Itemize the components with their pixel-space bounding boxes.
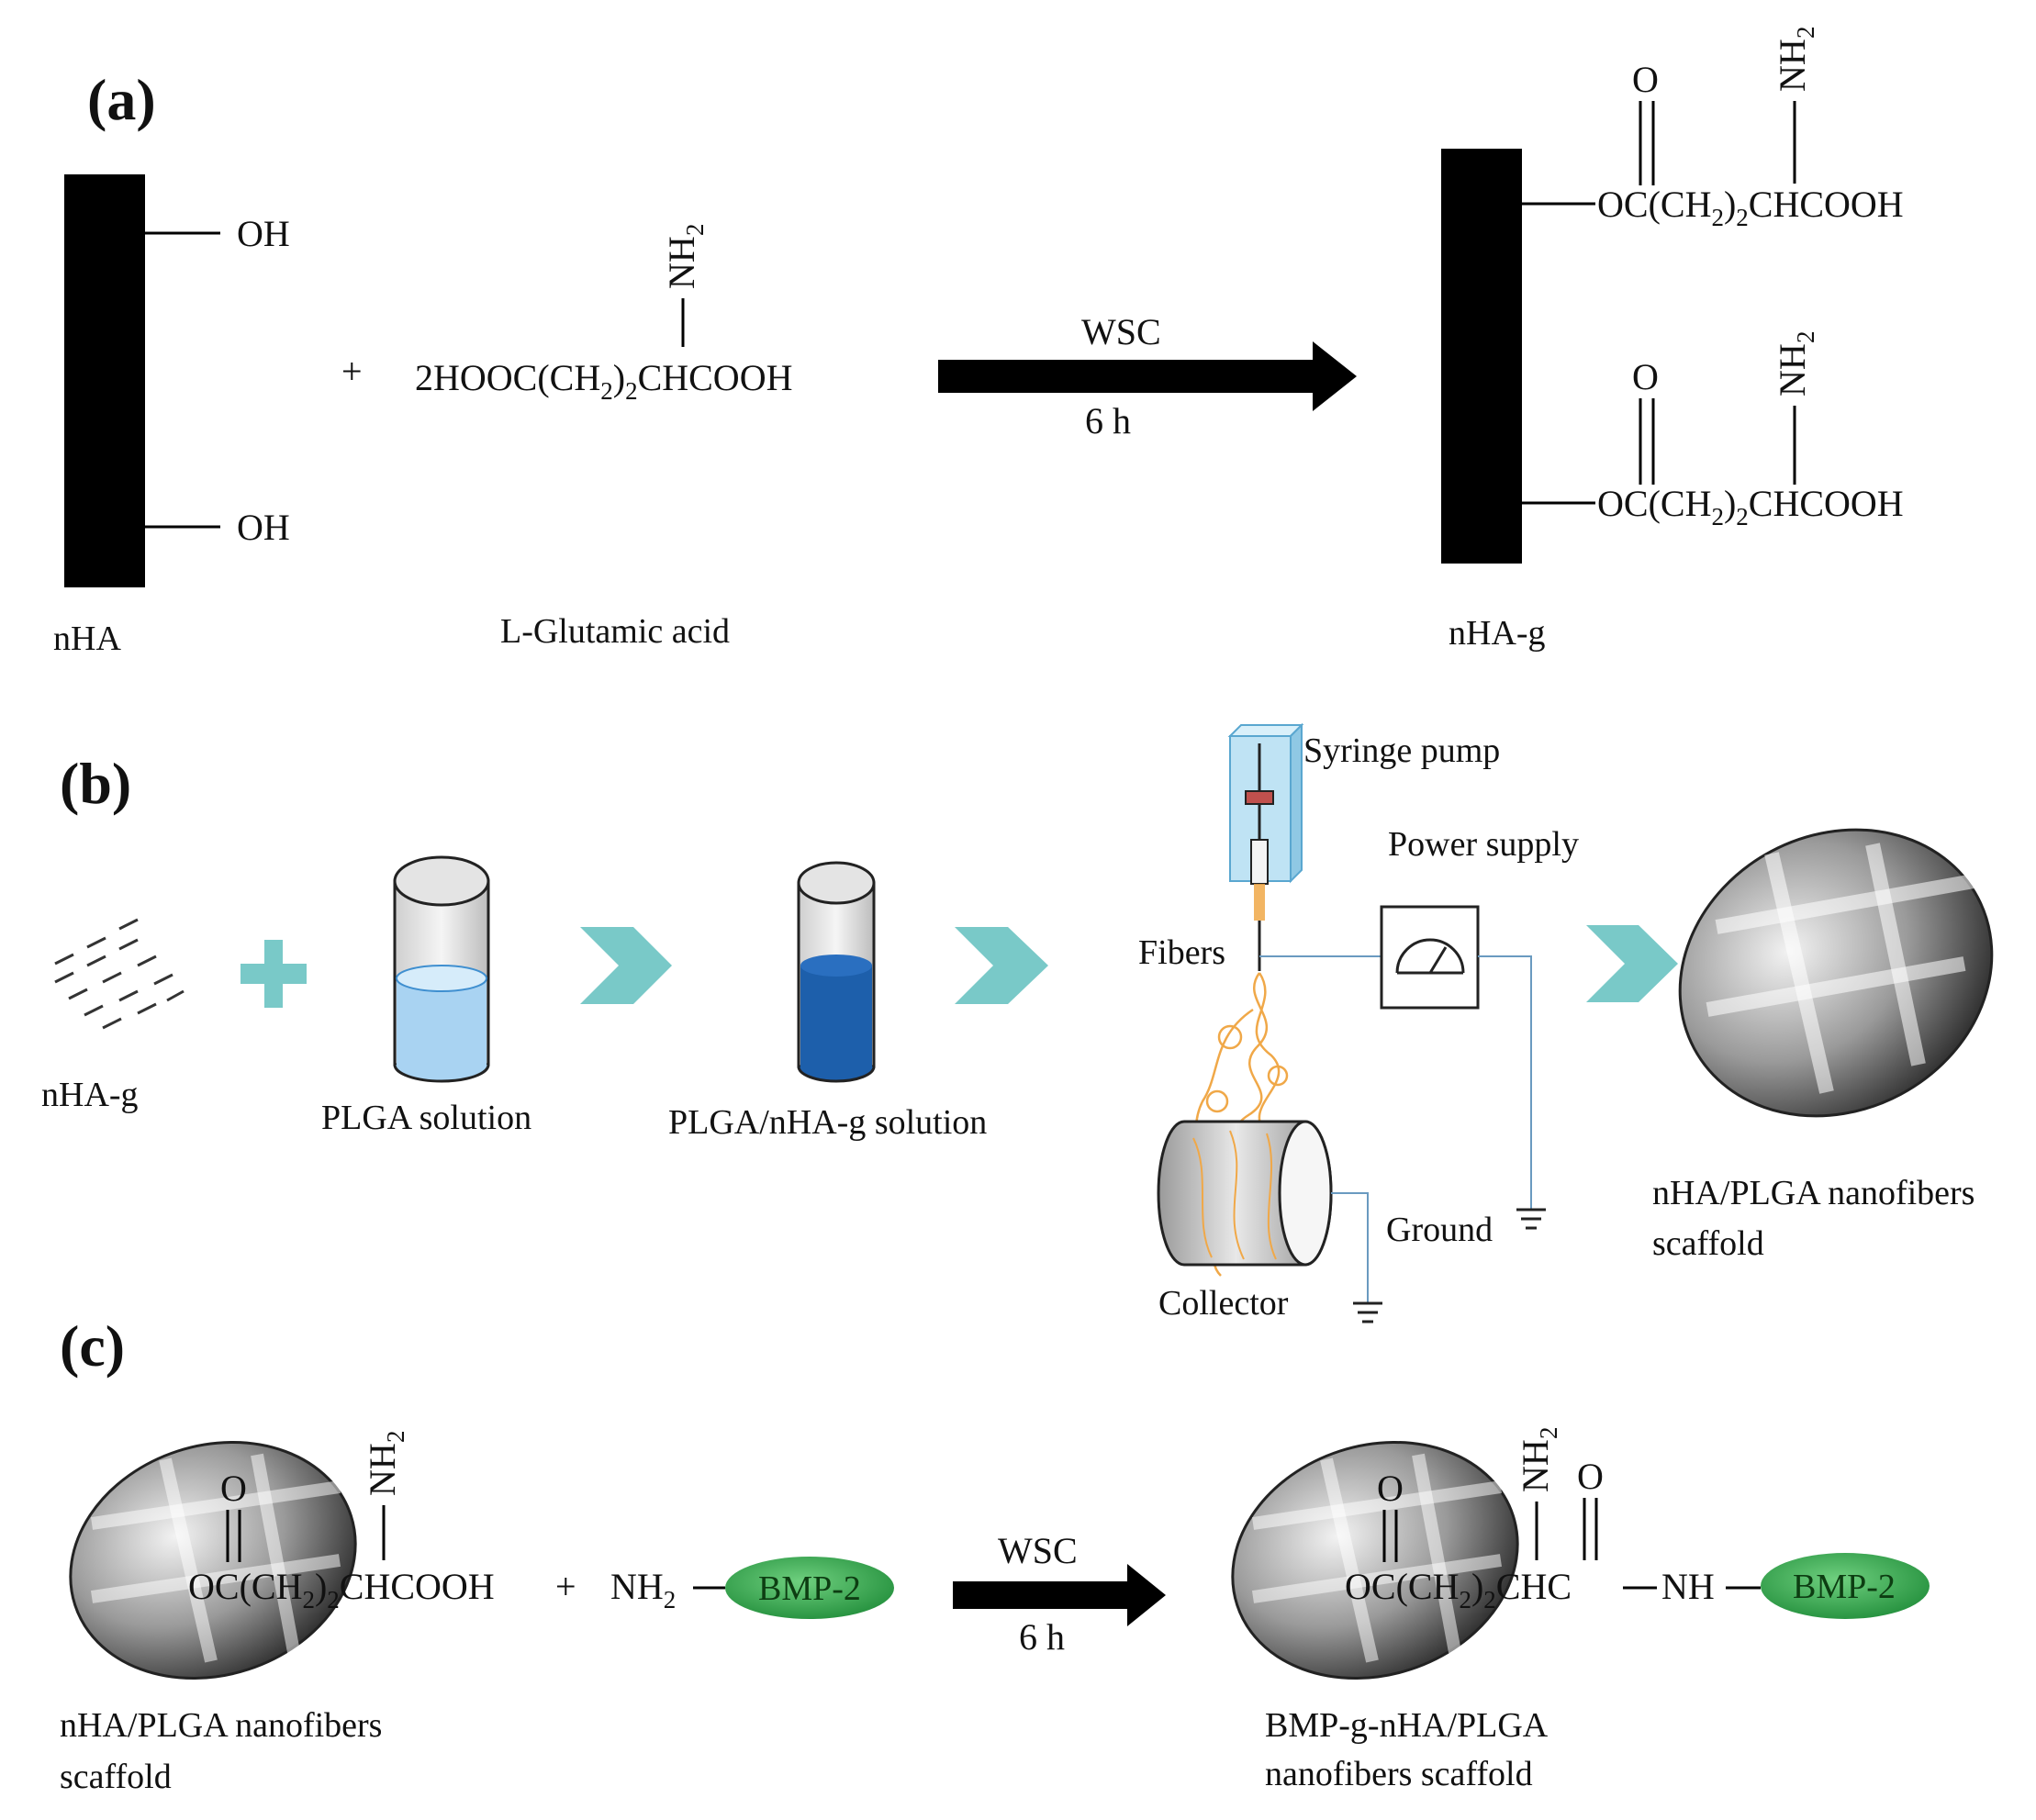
nhag-label-b: nHA-g: [41, 1076, 139, 1114]
svg-text:2: 2: [1792, 331, 1819, 344]
c-bmp-nh2: NH2: [610, 1566, 676, 1613]
c-left-ester: OC(CH2)2CHCOOH: [188, 1566, 495, 1613]
syringe-pump: [1227, 722, 1304, 921]
o-bottom: O: [1632, 356, 1659, 397]
scaffold-b-line1: nHA/PLGA nanofibers: [1652, 1174, 1974, 1212]
c-right-o2: O: [1577, 1456, 1604, 1497]
oh-top: OH: [237, 213, 290, 254]
c-left-line2: scaffold: [60, 1758, 172, 1796]
c-right-nh: NH: [1661, 1566, 1715, 1607]
scaffold-b-line2: scaffold: [1652, 1224, 1764, 1263]
teal-arrow-3: [1586, 925, 1678, 1002]
c-right-ester: OC(CH2)2CHC: [1345, 1566, 1572, 1613]
ground-label: Ground: [1386, 1211, 1493, 1249]
c-left-nh2: NH 2: [362, 1431, 409, 1497]
c-left-line1: nHA/PLGA nanofibers: [60, 1706, 382, 1745]
nha-label: nHA: [53, 620, 121, 658]
collector-label: Collector: [1158, 1284, 1289, 1323]
time-c: 6 h: [1019, 1616, 1065, 1658]
c-right-o1: O: [1377, 1468, 1404, 1509]
panel-a-tag: (a): [87, 67, 156, 132]
c-plus: +: [555, 1566, 576, 1607]
svg-text:2: 2: [1792, 27, 1819, 39]
ground-symbol-right: [1516, 1208, 1546, 1230]
teal-plus: [241, 940, 307, 1008]
panel-b: (b) nHA-g: [41, 722, 1994, 1323]
wire-collector-ground: [1331, 1192, 1369, 1303]
plus-a: +: [341, 351, 363, 392]
ester-top: OC(CH2)2CHCOOH: [1597, 184, 1904, 231]
glu-label: L-Glutamic acid: [500, 612, 730, 651]
mix-label: PLGA/nHA-g solution: [668, 1103, 987, 1142]
ground-symbol-left: [1353, 1301, 1382, 1323]
nh2-bottom: NH 2: [1772, 331, 1819, 397]
c-right-nh2: NH 2: [1515, 1427, 1562, 1493]
nhag-block: [1441, 149, 1522, 564]
collector-drum: [1157, 1120, 1333, 1267]
arrow-c: [953, 1564, 1166, 1626]
svg-text:NH: NH: [1772, 343, 1813, 396]
ester-bottom: OC(CH2)2CHCOOH: [1597, 483, 1904, 530]
glu-formula: 2HOOC(CH2)2CHCOOH: [415, 357, 792, 405]
panel-a: (a) OH OH nHA + NH 2 2HOOC(CH2)2CHCOOH L…: [53, 27, 1904, 659]
nhag-label: nHA-g: [1449, 614, 1546, 653]
mix-tube: [797, 861, 876, 1083]
glu-nh2: NH 2: [661, 224, 709, 290]
nh2-top: NH 2: [1772, 27, 1819, 93]
reagent-c: WSC: [998, 1530, 1078, 1571]
scaffold-b: [1678, 828, 1994, 1118]
svg-text:NH: NH: [1515, 1439, 1556, 1492]
plga-tube: [393, 855, 490, 1083]
panel-b-tag: (b): [60, 751, 131, 816]
scaffold-c-left: [69, 1440, 357, 1680]
svg-text:2: 2: [681, 224, 709, 237]
svg-text:NH: NH: [362, 1443, 403, 1496]
oh-bottom: OH: [237, 507, 290, 548]
teal-arrow-2: [955, 927, 1048, 1004]
power-supply: [1380, 905, 1480, 1010]
svg-text:NH: NH: [1772, 39, 1813, 92]
bmp-ellipse-right: [1761, 1553, 1930, 1619]
c-left-o: O: [220, 1468, 247, 1509]
syringe-label: Syringe pump: [1303, 731, 1500, 770]
reagent-a: WSC: [1081, 311, 1161, 352]
nhag-particles: [54, 918, 185, 1030]
panel-c-tag: (c): [60, 1313, 125, 1379]
c-right-line1: BMP-g-nHA/PLGA: [1265, 1706, 1549, 1745]
plga-label: PLGA solution: [321, 1099, 531, 1137]
teal-arrow-1: [580, 927, 672, 1004]
nha-block: [64, 174, 145, 587]
scaffold-c-right: [1231, 1440, 1519, 1680]
fibers-label: Fibers: [1138, 933, 1225, 972]
time-a: 6 h: [1085, 400, 1131, 441]
svg-text:2: 2: [382, 1431, 409, 1444]
bmp-label-left: BMP-2: [758, 1569, 861, 1608]
panel-c: (c) O NH 2 OC(CH2)2CHCOOH + NH2 BMP-2 WS…: [60, 1313, 1930, 1796]
svg-text:NH: NH: [661, 236, 702, 289]
arrow-a: [938, 341, 1357, 411]
bmp-ellipse-left: [725, 1557, 894, 1619]
o-top: O: [1632, 59, 1659, 100]
c-right-line2: nanofibers scaffold: [1265, 1755, 1533, 1793]
power-label: Power supply: [1388, 825, 1579, 864]
wire-power-ground: [1478, 955, 1532, 1210]
bmp-label-right: BMP-2: [1793, 1568, 1896, 1606]
svg-text:2: 2: [1535, 1427, 1562, 1440]
